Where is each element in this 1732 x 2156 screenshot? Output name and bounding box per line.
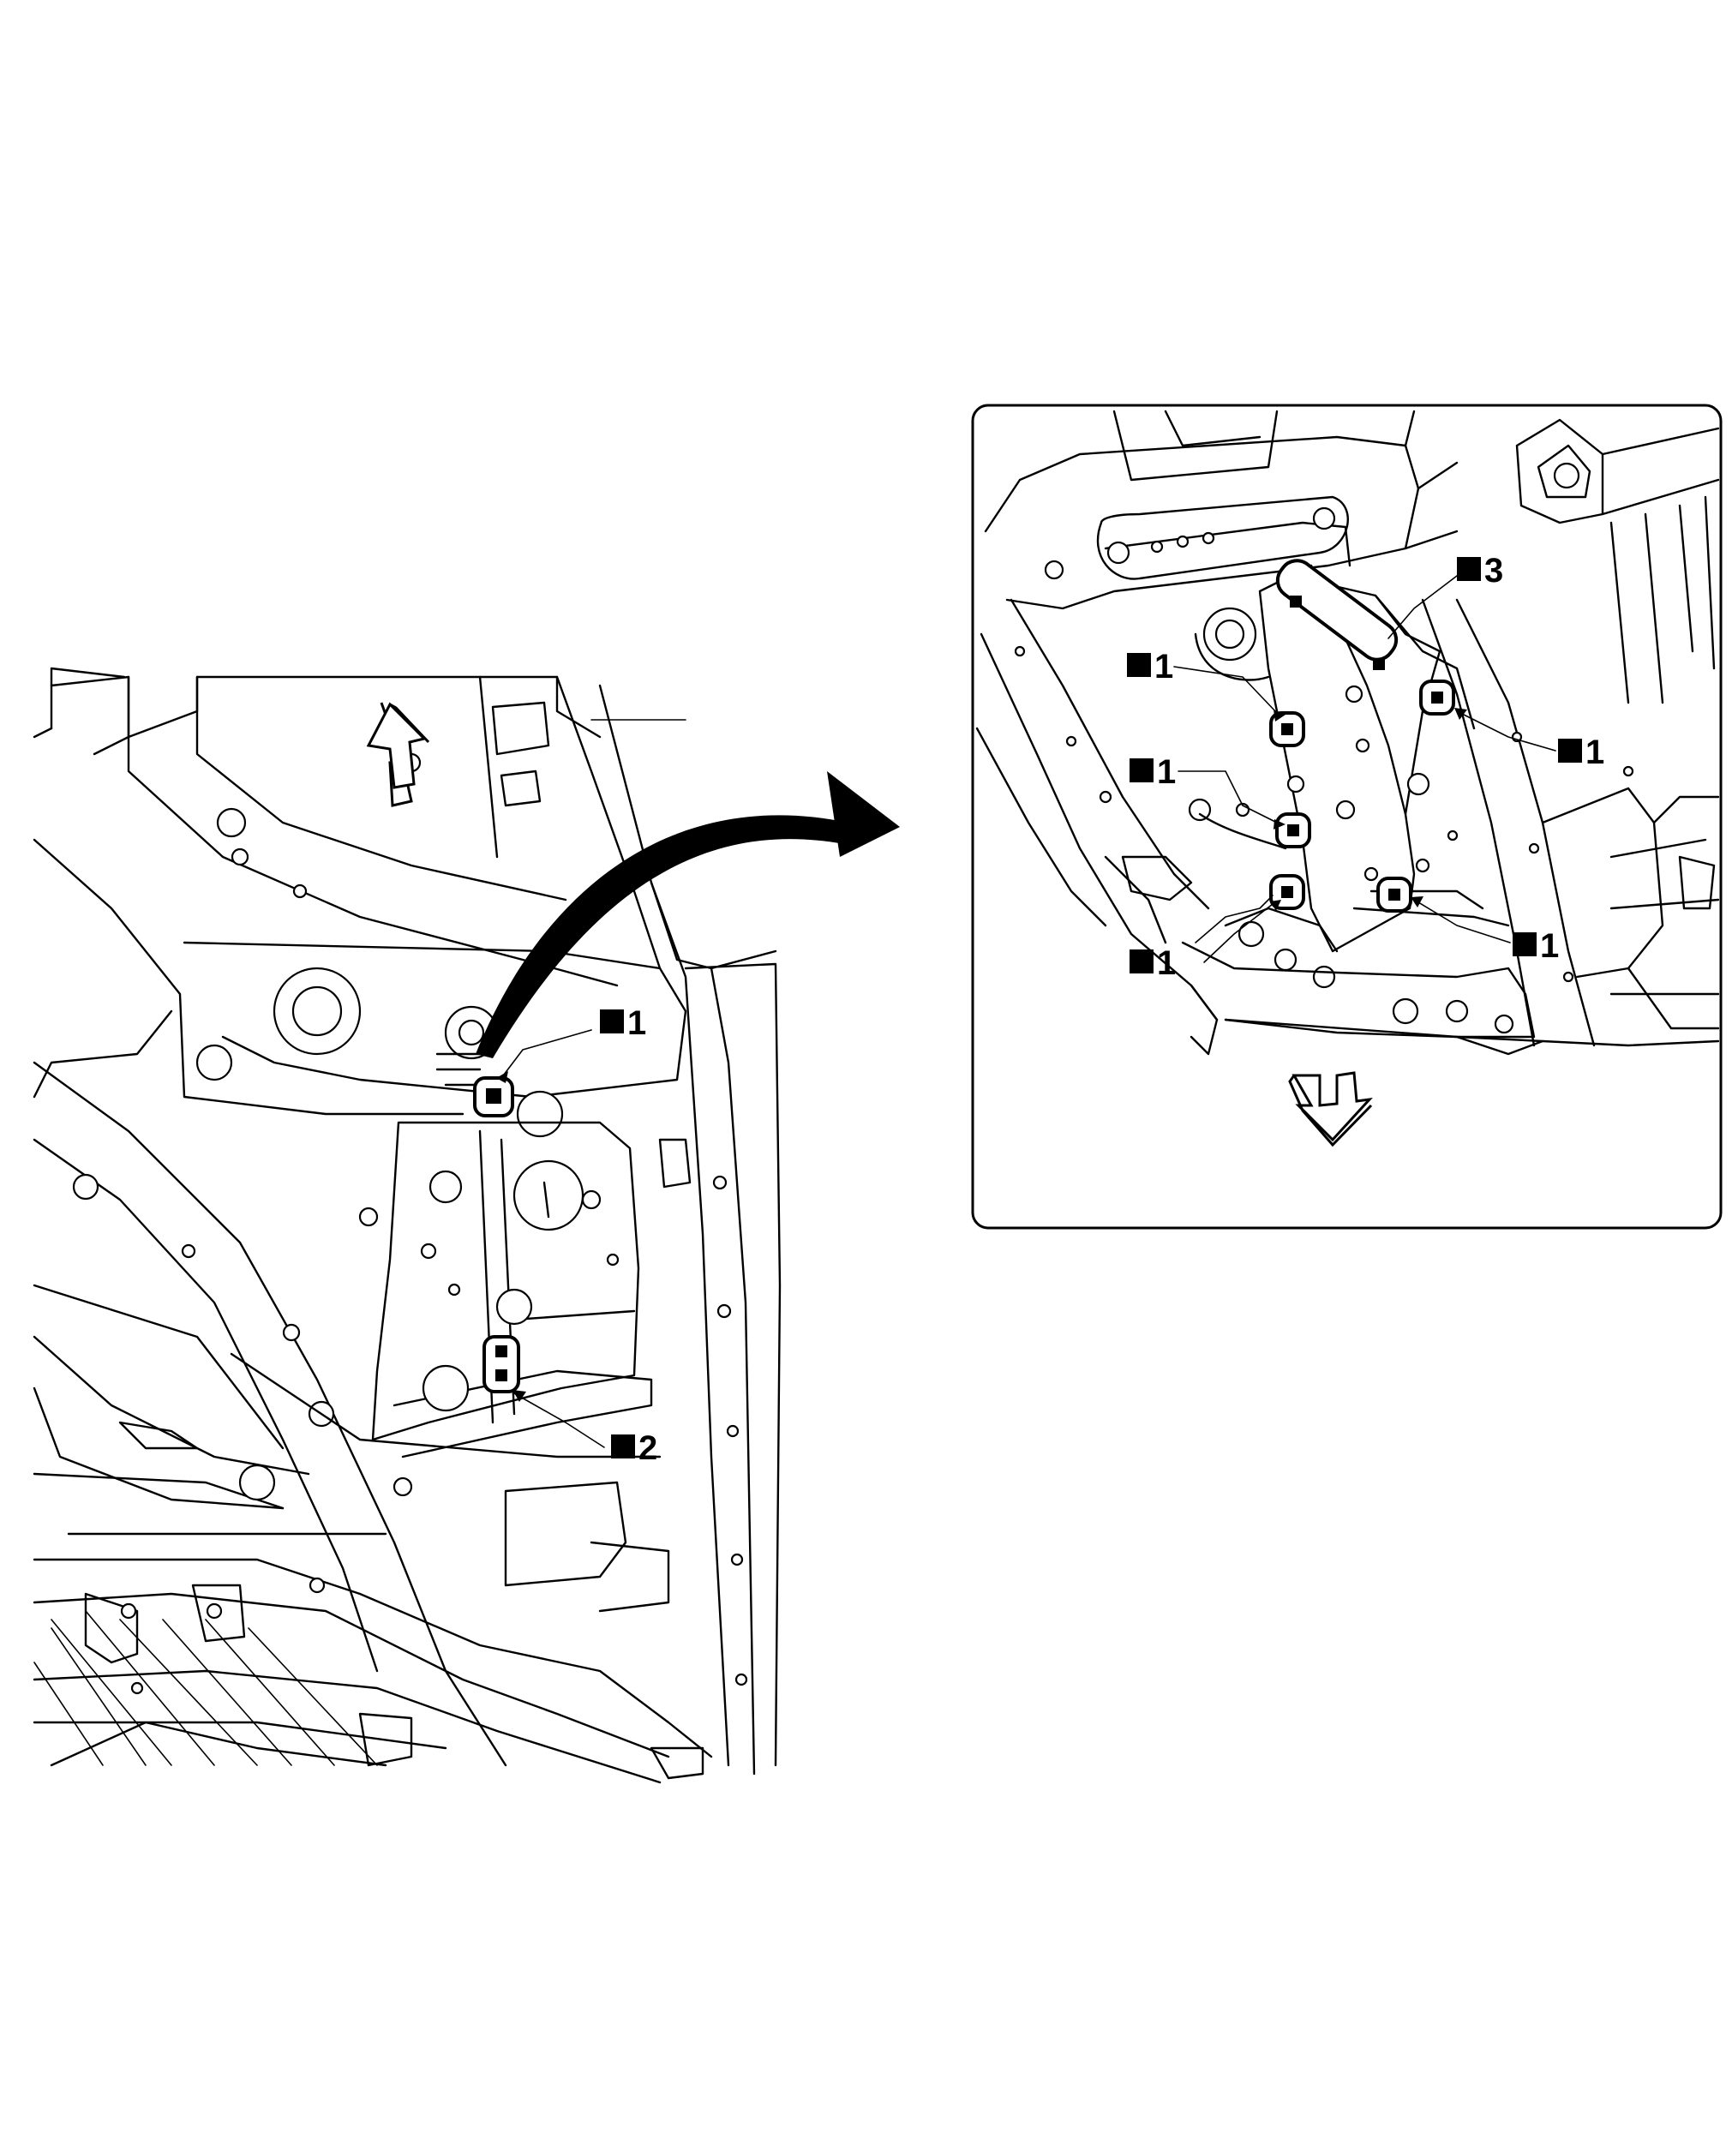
black-square-icon [1130,949,1154,973]
svg-text:1: 1 [1540,927,1559,965]
detail-fastener-marker-1a [1269,711,1305,747]
black-square-icon [611,1434,635,1458]
main-callout-2: 2 [611,1429,657,1467]
black-square-icon [1558,739,1582,763]
svg-text:2: 2 [638,1429,657,1467]
detail-fastener-marker-1e [1376,877,1412,913]
detail-callout-1e: 1 [1513,927,1559,965]
svg-text:1: 1 [1585,734,1604,771]
detail-callout-3: 3 [1457,552,1503,590]
detail-callout-1c: 1 [1130,944,1176,982]
svg-text:1: 1 [627,1004,646,1042]
black-square-icon [1513,932,1537,956]
black-square-icon [1457,557,1481,581]
detail-callout-1d: 1 [1558,734,1604,771]
detail-fastener-marker-1d [1419,680,1455,716]
svg-text:1: 1 [1154,648,1173,686]
black-square-icon [600,1009,624,1033]
black-square-icon [1130,758,1154,782]
detail-fastener-marker-1b [1275,812,1311,848]
detail-view [971,404,1723,1230]
up-arrow-icon [366,702,430,807]
main-callout-1: 1 [600,1004,646,1042]
svg-text:3: 3 [1484,552,1503,590]
main-underbody-view [33,667,782,1784]
detail-callout-1a: 1 [1127,648,1173,686]
main-fastener-marker-1 [473,1076,514,1117]
black-square-icon [1127,653,1151,677]
svg-text:1: 1 [1157,944,1176,982]
svg-text:1: 1 [1157,753,1176,791]
curved-arrow-icon [476,771,900,1058]
down-arrow-icon [1288,1071,1373,1147]
detail-callout-1b: 1 [1130,753,1176,791]
detail-fastener-marker-3 [1275,559,1399,670]
main-fastener-marker-2 [482,1335,520,1393]
